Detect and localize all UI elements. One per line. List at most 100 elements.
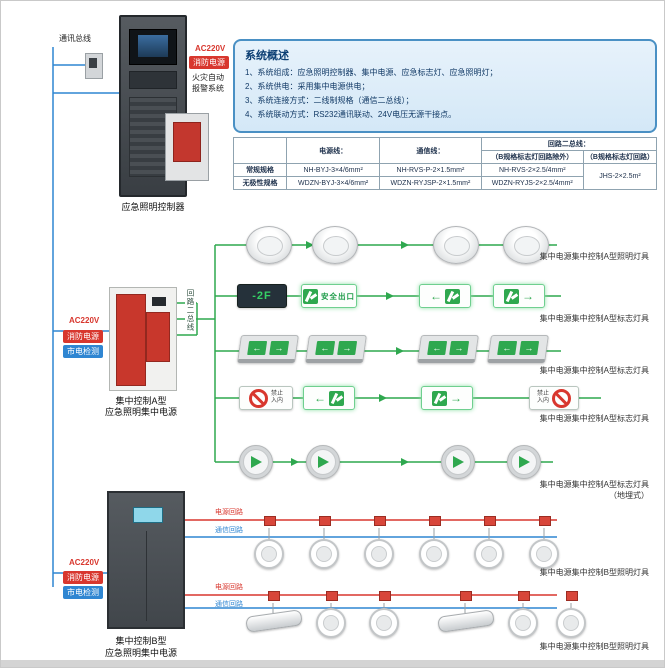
no-entry-text-line2: 入内 (270, 398, 283, 404)
loop-bus-label: 回路二总线 (185, 287, 196, 334)
system-overview-panel: 系统概述 1、系统组成：应急照明控制器、集中电源、应急标志灯、应急照明灯； 2、… (233, 39, 657, 133)
no-entry-text-line1: 禁止 (536, 391, 549, 398)
controller-ac-label: AC220V (191, 43, 230, 54)
cell-regular-loop1: NH-RVS-2×2.5/4mm² (480, 163, 584, 177)
row-label-b1: 集中电源集中控制B型照明灯具 (539, 568, 649, 577)
power-a-cabinet (109, 287, 177, 391)
no-entry-text-line2: 入内 (536, 398, 549, 404)
cell-regular-power: NH-BYJ-3×4/6mm² (286, 163, 381, 177)
junction-box (374, 516, 386, 526)
row-label-a5: 集中电源集中控制A型标志灯具 （地埋式） (431, 479, 649, 501)
comm-loop-label: 通信回路 (215, 601, 243, 608)
bottom-edge-bar (1, 660, 664, 667)
dome-light (503, 226, 549, 264)
downlight (529, 539, 559, 569)
overview-item-1: 1、系统组成：应急照明控制器、集中电源、应急标志灯、应急照明灯； (245, 68, 498, 77)
left-arrow-icon: ← (427, 340, 448, 355)
overview-item-4: 4、系统联动方式：RS232通讯联动、24V电压无源干接点。 (245, 110, 457, 119)
downlight (369, 608, 399, 638)
left-arrow-icon: ← (314, 391, 326, 405)
col-subheader-loop1: （B规格标志灯回路除外） (480, 150, 584, 164)
cell-regular-comm: NH-RVS-P-2×1.5mm² (379, 163, 482, 177)
row-label-a5-line1: 集中电源集中控制A型标志灯具 (539, 480, 649, 489)
power-b-name-line1: 集中控制B型 (115, 636, 167, 646)
downlight (419, 539, 449, 569)
row-label-a3: 集中电源集中控制A型标志灯具 (539, 366, 649, 375)
dome-light (433, 226, 479, 264)
col-header-loop: 回路二总线： (480, 137, 658, 151)
exit-sign-text: 安全出口 (321, 291, 355, 301)
exit-sign-left: ← (419, 284, 471, 308)
right-arrow-icon: → (337, 340, 358, 355)
downlight (364, 539, 394, 569)
power-loop-label: 电源回路 (215, 509, 243, 516)
standing-sign: ← → (237, 335, 299, 363)
row-label-a5-line2: （地埋式） (609, 491, 649, 500)
power-a-door2 (146, 312, 170, 362)
running-man-icon (445, 288, 460, 304)
fire-alarm-label-line1: 火灾自动 (192, 73, 224, 82)
row-label-regular: 常规规格 (232, 163, 288, 177)
junction-box (429, 516, 441, 526)
junction-box (264, 516, 276, 526)
controller-screen (129, 29, 177, 65)
cell-nonpolar-power: WDZN-BYJ-3×4/6mm² (286, 176, 381, 190)
downlight (474, 539, 504, 569)
power-a-mains-check-label: 市电检测 (63, 345, 103, 358)
junction-box (319, 516, 331, 526)
right-arrow-icon: → (269, 340, 290, 355)
comm-loop-label: 通信回路 (215, 527, 243, 534)
junction-box (484, 516, 496, 526)
running-man-icon (504, 288, 519, 304)
col-header-comm: 通信线： (379, 137, 482, 164)
col-header-power: 电源线： (286, 137, 381, 164)
controller-fire-power-label: 消防电源 (189, 56, 229, 69)
overview-item-3: 3、系统连接方式：二线制规格（通信二总线）； (245, 96, 414, 105)
arrow-icon (317, 456, 329, 468)
exit-sign-left: ← (303, 386, 355, 410)
table-corner-cell (232, 137, 288, 164)
power-a-fire-power-label: 消防电源 (63, 330, 103, 343)
arrow-icon (250, 456, 262, 468)
downlight (254, 539, 284, 569)
downlight (316, 608, 346, 638)
controller-keypad (129, 71, 177, 89)
power-b-cabinet (107, 491, 185, 629)
power-b-display (133, 507, 163, 523)
right-arrow-icon: → (450, 391, 462, 405)
junction-box (566, 591, 578, 601)
junction-box (326, 591, 338, 601)
power-a-name-line2: 应急照明集中电源 (104, 407, 177, 417)
comm-bus-label: 通讯总线 (57, 34, 93, 44)
downlight (556, 608, 586, 638)
arrow-icon (518, 456, 530, 468)
junction-box (539, 516, 551, 526)
exit-sign-right: → (421, 386, 473, 410)
no-entry-text-line1: 禁止 (270, 391, 283, 398)
junction-box (379, 591, 391, 601)
running-man-icon (303, 288, 318, 304)
buried-marker-light (507, 445, 541, 479)
dome-light (312, 226, 358, 264)
power-b-name-line2: 应急照明集中电源 (104, 648, 177, 658)
power-loop-label: 电源回路 (215, 584, 243, 591)
power-b-fire-power-label: 消防电源 (63, 571, 103, 584)
exit-sign-right: → (493, 284, 545, 308)
left-arrow-icon: ← (247, 340, 268, 355)
table-row: 无极性规格 WDZN-BYJ-3×4/6mm² WDZN-RYJSP-2×1.5… (232, 176, 657, 190)
no-entry-icon (552, 388, 571, 408)
right-arrow-icon: → (449, 340, 470, 355)
exit-sign: 安全出口 (301, 284, 357, 308)
fire-alarm-label-line2: 报警系统 (192, 84, 224, 93)
floor-indicator-sign: -2F (237, 284, 287, 308)
running-man-icon (432, 390, 447, 406)
arrow-icon (452, 456, 464, 468)
power-a-ac-label: AC220V (65, 315, 104, 326)
power-b-door-split (146, 531, 147, 621)
cable-spec-table: 电源线： 通信线： 回路二总线： （B规格标志灯回路除外） （B规格标志灯回路）… (232, 137, 658, 190)
standing-sign: ← → (417, 335, 479, 363)
power-b-ac-label: AC220V (65, 557, 104, 568)
row-label-a1: 集中电源集中控制A型照明灯具 (539, 252, 649, 261)
power-a-door (116, 294, 146, 386)
row-label-b2: 集中电源集中控制B型照明灯具 (539, 642, 649, 651)
